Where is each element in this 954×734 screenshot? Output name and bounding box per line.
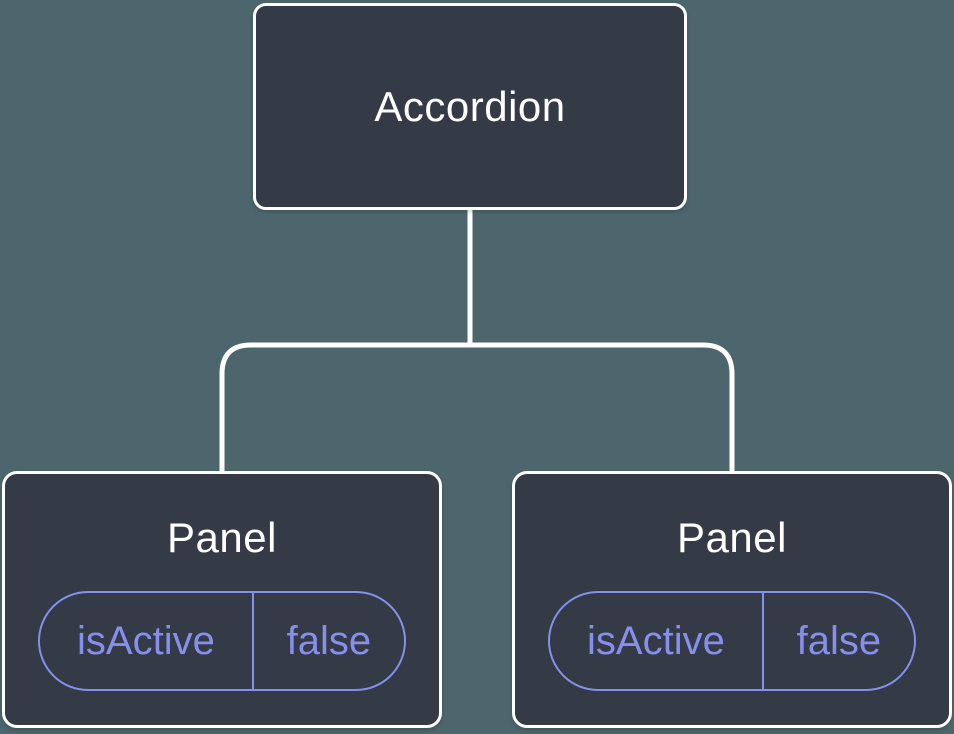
panel-node-left: Panel isActive false: [2, 471, 442, 728]
panel-node-right: Panel isActive false: [512, 471, 952, 728]
state-pill-left: isActive false: [38, 591, 406, 691]
accordion-node: Accordion: [253, 3, 687, 210]
connector-branch-bracket: [219, 342, 735, 474]
state-key-left: isActive: [40, 593, 254, 689]
panel-node-left-label: Panel: [167, 514, 277, 561]
state-pill-right: isActive false: [548, 591, 916, 691]
state-value-left: false: [286, 618, 372, 663]
state-key-right: isActive: [550, 593, 764, 689]
panel-node-right-label: Panel: [677, 514, 787, 561]
accordion-node-label: Accordion: [374, 82, 566, 130]
state-value-right: false: [796, 618, 882, 663]
